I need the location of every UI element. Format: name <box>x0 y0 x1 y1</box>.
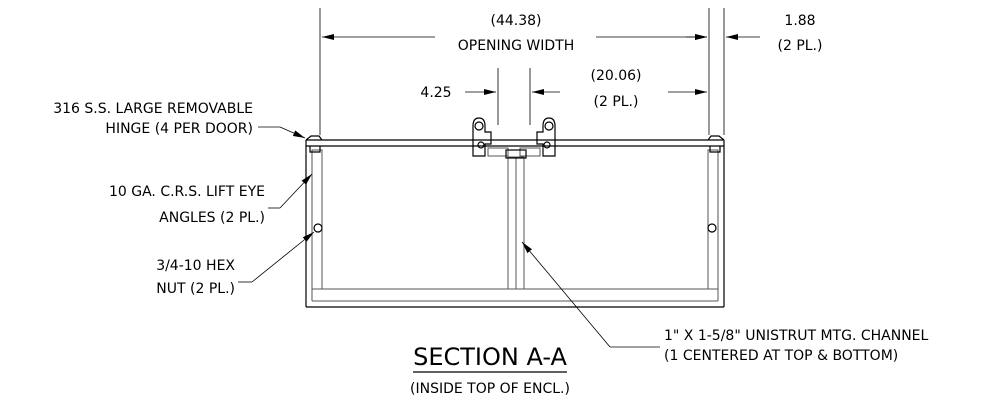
center-hinges <box>472 117 556 159</box>
section-title: SECTION A-A (INSIDE TOP OF ENCL.) <box>410 343 570 397</box>
flange-dimension-value: 1.88 <box>784 13 815 29</box>
hex-nut-callout-line1: 3/4-10 HEX <box>156 258 235 274</box>
section-title-text: SECTION A-A <box>413 343 567 371</box>
hex-nut-callout: 3/4-10 HEX NUT (2 PL.) <box>156 231 315 297</box>
flange-dimension: 1.88 (2 PL.) <box>686 13 822 54</box>
section-subtitle: (INSIDE TOP OF ENCL.) <box>410 381 570 397</box>
half-width-dimension: (20.06) (2 PL.) <box>590 68 707 110</box>
opening-width-label: OPENING WIDTH <box>458 38 575 54</box>
hinge-offset-value: 4.25 <box>420 85 451 101</box>
unistrut-callout-line1: 1" X 1-5/8" UNISTRUT MTG. CHANNEL <box>664 328 929 344</box>
unistrut-callout: 1" X 1-5/8" UNISTRUT MTG. CHANNEL (1 CEN… <box>521 241 929 364</box>
half-width-value: (20.06) <box>590 68 641 84</box>
extension-lines <box>319 8 725 135</box>
lift-eye-callout-line2: ANGLES (2 PL.) <box>159 210 265 226</box>
lift-eye-callout: 10 GA. C.R.S. LIFT EYE ANGLES (2 PL.) <box>109 173 313 226</box>
hinge-callout: 316 S.S. LARGE REMOVABLE HINGE (4 PER DO… <box>53 101 306 139</box>
opening-width-value: (44.38) <box>490 13 541 29</box>
enclosure-section <box>305 135 725 308</box>
lift-eye-callout-line1: 10 GA. C.R.S. LIFT EYE <box>109 184 265 200</box>
half-width-note: (2 PL.) <box>594 94 639 110</box>
flange-dimension-note: (2 PL.) <box>778 38 823 54</box>
hinge-callout-line2: HINGE (4 PER DOOR) <box>105 121 253 137</box>
hinge-offset-dimension: 4.25 <box>420 85 560 101</box>
opening-width-dimension: (44.38) OPENING WIDTH <box>322 13 707 54</box>
hinge-callout-line1: 316 S.S. LARGE REMOVABLE <box>53 101 253 117</box>
hex-nut-callout-line2: NUT (2 PL.) <box>156 281 235 297</box>
unistrut-callout-line2: (1 CENTERED AT TOP & BOTTOM) <box>664 348 898 364</box>
